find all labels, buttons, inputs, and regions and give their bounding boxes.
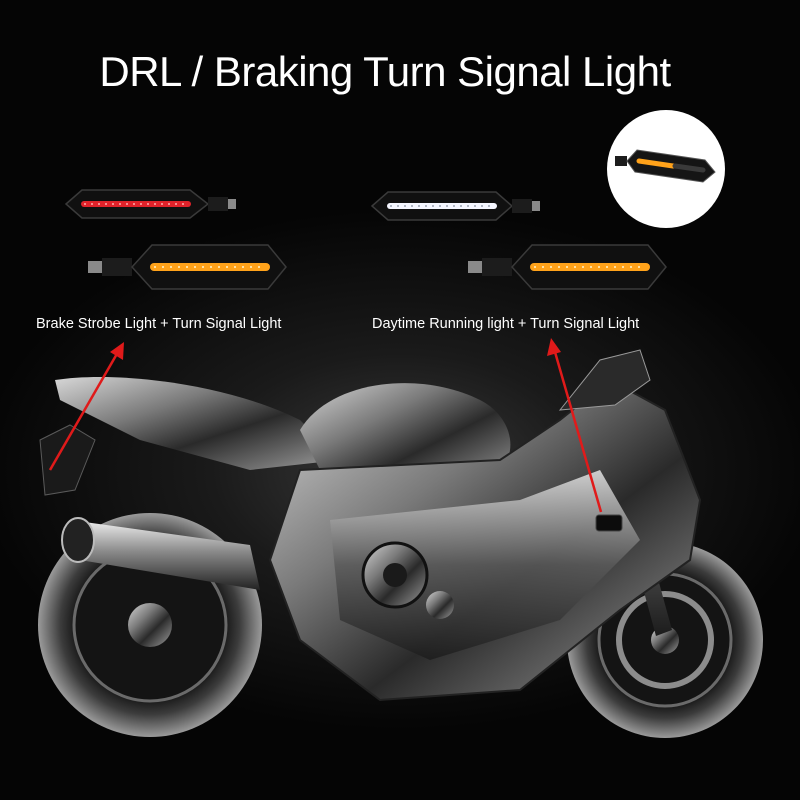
rear-light-mount [39,424,96,496]
caption-brake-strobe: Brake Strobe Light + Turn Signal Light [36,316,282,332]
inset-lamp [615,149,716,183]
amber-turn-lamp-right [468,244,667,290]
banner-title: DRL / Braking Turn Signal Light [99,48,671,95]
exhaust-pipe [70,520,260,590]
tail-section [55,376,340,470]
mounted-turn-signal [595,514,623,532]
red-brake-lamp [64,189,236,219]
red-arrow-right [547,338,603,513]
windscreen [558,349,651,411]
side-panel [330,470,640,660]
inset-detail-circle [607,110,725,228]
white-drl-lamp [370,191,540,221]
caption-daytime-running: Daytime Running light + Turn Signal Ligh… [372,316,640,332]
red-arrow-left [48,342,124,471]
amber-turn-lamp-left [88,244,287,290]
